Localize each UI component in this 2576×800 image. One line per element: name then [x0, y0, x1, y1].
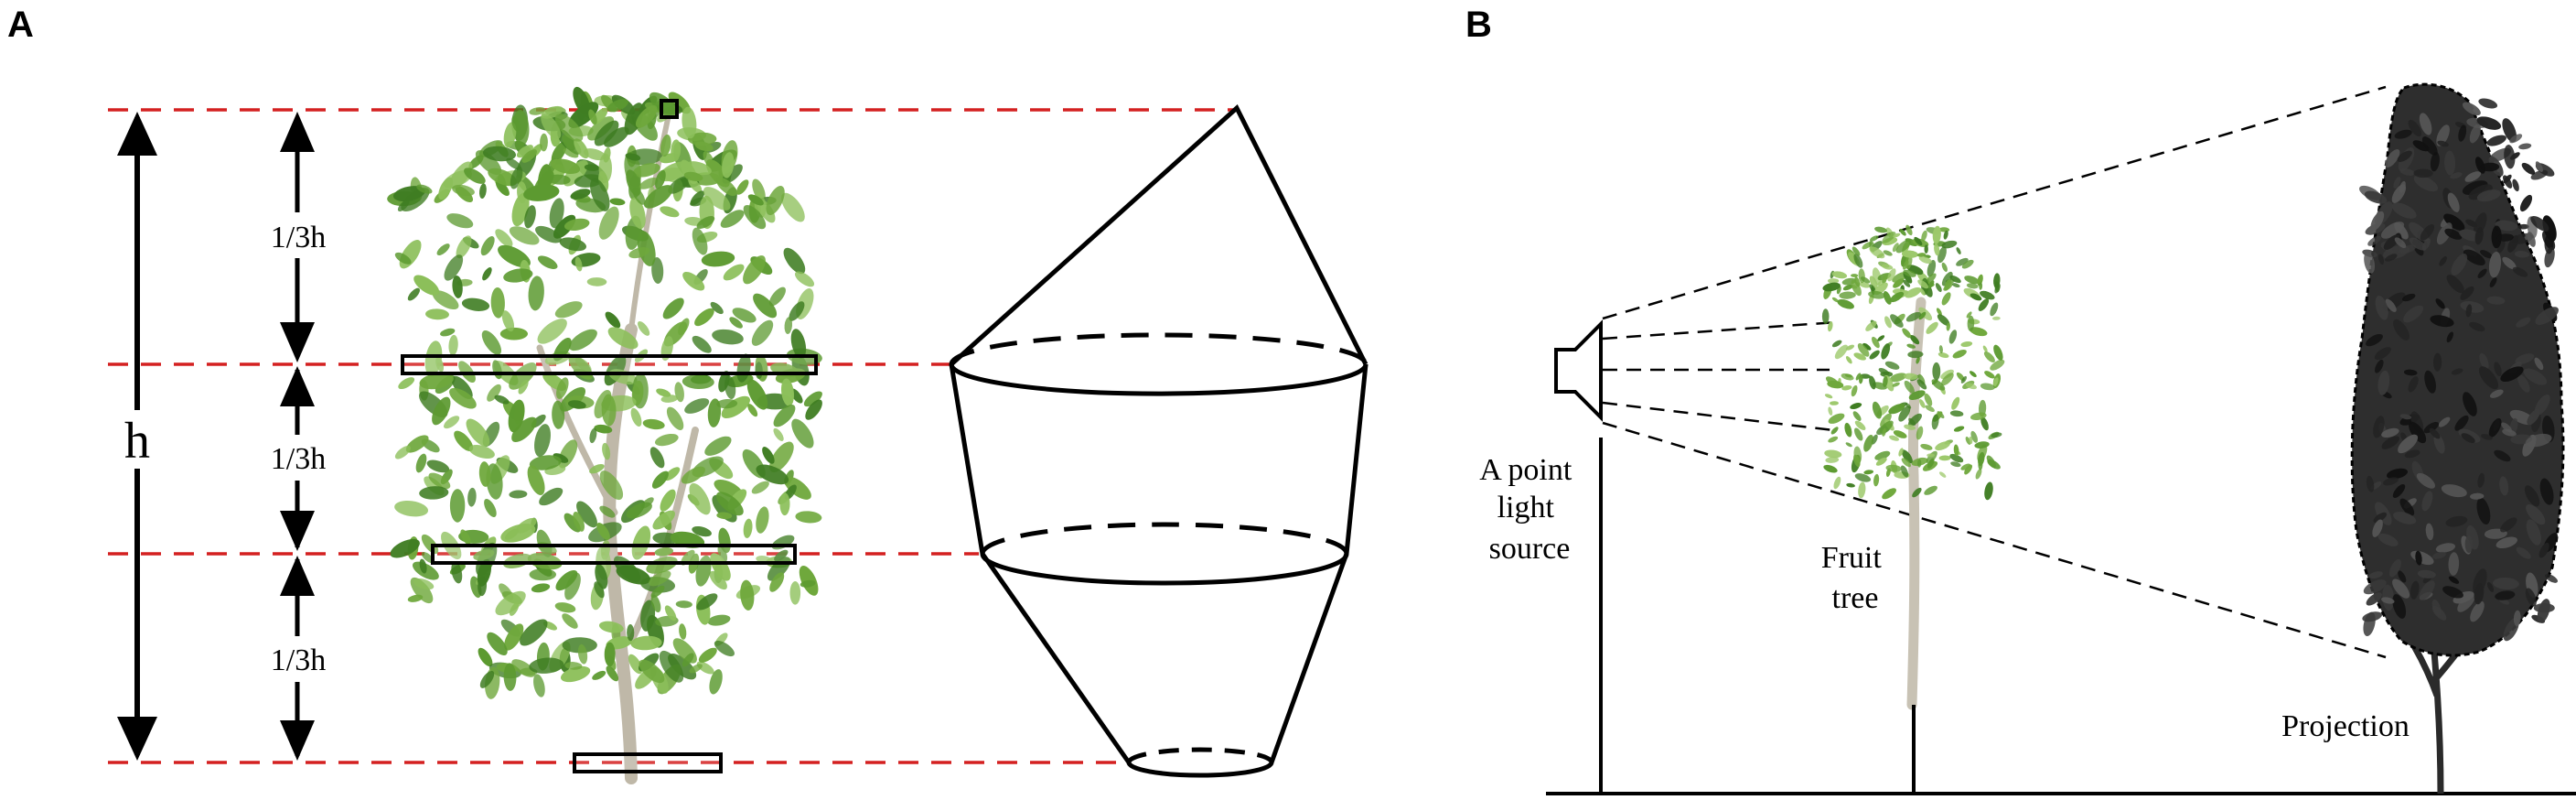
fruit-tree-foliage [1821, 224, 2005, 501]
panel-b: B A point light source [1465, 5, 2576, 795]
height-label: h [124, 413, 150, 470]
segment-arrow-top: 1/3h [256, 112, 340, 362]
model-ellipse-base-front [1126, 762, 1274, 778]
tree-projection: Projection [2281, 82, 2565, 795]
segment-label-bottom: 1/3h [271, 643, 326, 677]
model-ellipse-upper-back [949, 332, 1368, 365]
panel-a-label: A [7, 5, 34, 45]
model-top-cone [950, 103, 1368, 366]
tree-a-foliage [387, 86, 822, 699]
light-rays [1602, 85, 2387, 659]
panel-b-label: B [1465, 5, 1492, 45]
segment-arrow-bottom: 1/3h [256, 556, 340, 761]
tree-illustration-a [387, 86, 822, 784]
model-ellipse-base-back [1126, 747, 1274, 763]
segment-label-middle: 1/3h [271, 442, 326, 476]
projection-label: Projection [2281, 709, 2410, 743]
model-bottom-frustum-sides [980, 552, 1349, 764]
model-ellipse-upper-front [949, 363, 1368, 396]
total-height-arrow: h [113, 112, 161, 761]
model-ellipse-middle-back [980, 522, 1349, 555]
projection-leaf-texture [2359, 98, 2559, 642]
crown-width-box-base [573, 752, 723, 773]
crown-width-box-middle [431, 544, 797, 565]
fruit-tree-label: Fruit tree [1821, 541, 1890, 615]
crown-top-point-box [660, 99, 679, 119]
crown-width-box-upper [401, 354, 818, 375]
panel-a: A h 1/3h 1/3h [7, 5, 1368, 784]
crown-geometric-model [949, 103, 1368, 778]
model-frustum-sides [949, 363, 1368, 555]
fruit-tree: Fruit tree [1821, 224, 2005, 794]
light-source-icon [1554, 319, 1603, 422]
light-source-label: A point light source [1479, 453, 1580, 566]
model-ellipse-middle-front [980, 553, 1349, 586]
segment-arrow-middle: 1/3h [256, 366, 340, 551]
segment-label-top: 1/3h [271, 221, 326, 254]
point-light-source: A point light source [1479, 319, 1603, 794]
crown-width-boxes [401, 99, 818, 773]
